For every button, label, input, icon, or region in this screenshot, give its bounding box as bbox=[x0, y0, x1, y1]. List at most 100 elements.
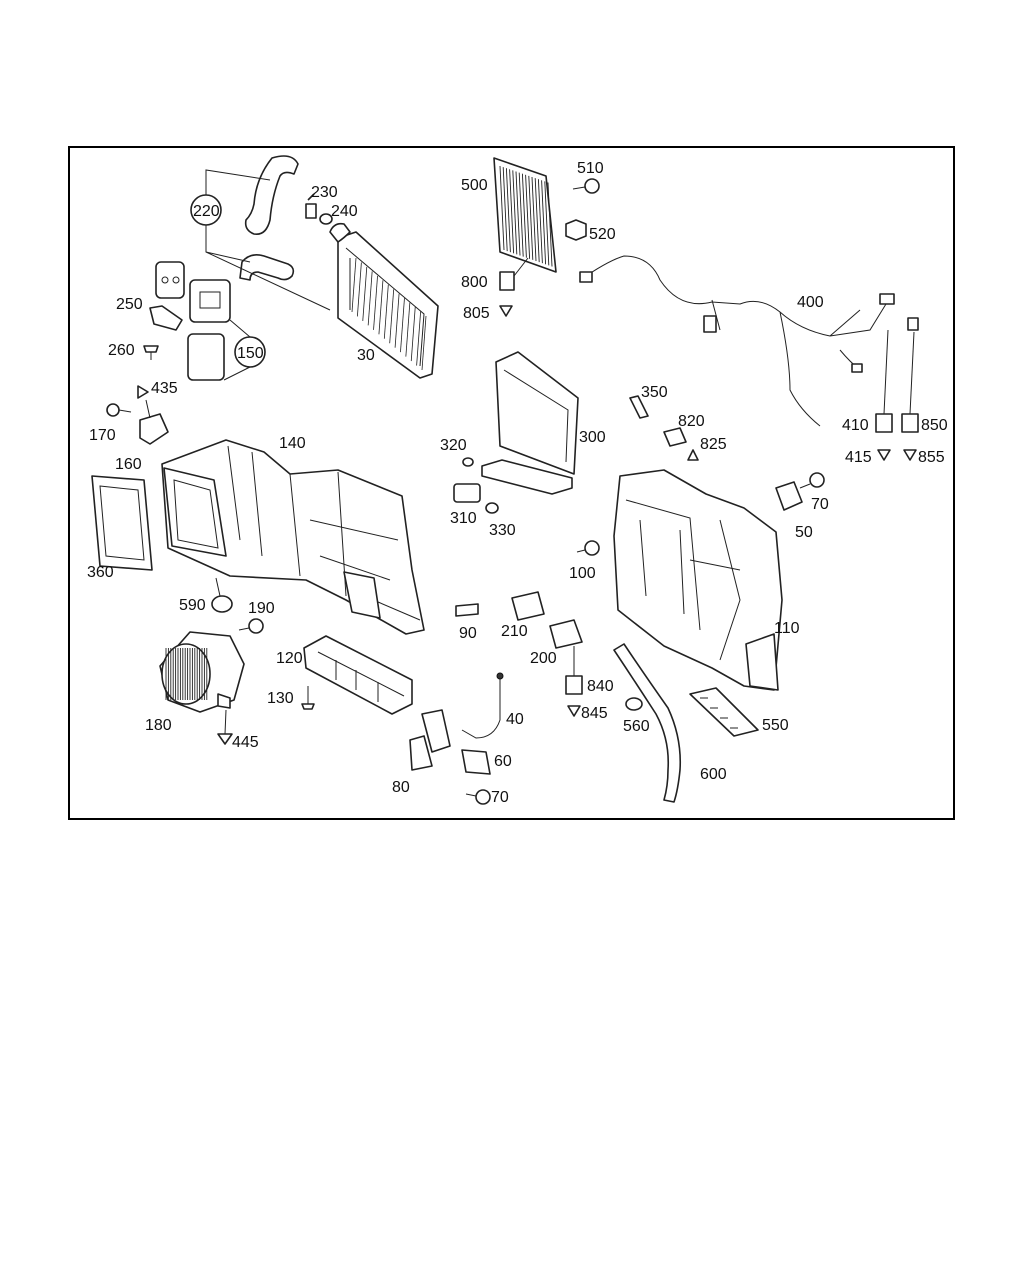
label-560: 560 bbox=[623, 718, 650, 735]
part-70-screw-top bbox=[799, 472, 825, 489]
part-330-ring bbox=[485, 502, 499, 514]
part-80-actuator bbox=[409, 709, 451, 771]
label-805: 805 bbox=[463, 305, 490, 322]
part-590-grommet bbox=[211, 577, 233, 613]
label-825: 825 bbox=[700, 436, 727, 453]
label-350: 350 bbox=[641, 384, 668, 401]
part-150-filters bbox=[155, 261, 266, 381]
label-600: 600 bbox=[700, 766, 727, 783]
label-510: 510 bbox=[577, 160, 604, 177]
part-840-connector bbox=[565, 646, 583, 695]
part-110-housing bbox=[613, 469, 783, 691]
part-850-connector bbox=[901, 317, 919, 433]
label-320: 320 bbox=[440, 437, 467, 454]
part-60-actuator bbox=[461, 749, 491, 775]
label-160: 160 bbox=[115, 456, 142, 473]
label-820: 820 bbox=[678, 413, 705, 430]
part-220-hoses bbox=[190, 155, 331, 311]
part-300-evaporator bbox=[481, 351, 579, 495]
part-820-connector bbox=[663, 427, 687, 447]
label-240: 240 bbox=[331, 203, 358, 220]
label-30: 30 bbox=[357, 347, 375, 364]
part-600-drain-hose bbox=[613, 643, 682, 803]
label-200: 200 bbox=[530, 650, 557, 667]
part-510-screw bbox=[572, 178, 600, 194]
part-180-blower bbox=[159, 631, 245, 713]
label-130: 130 bbox=[267, 690, 294, 707]
part-210-resistor bbox=[511, 591, 545, 621]
part-560-nut bbox=[625, 697, 643, 711]
label-80: 80 bbox=[392, 779, 410, 796]
label-415: 415 bbox=[845, 449, 872, 466]
label-520: 520 bbox=[589, 226, 616, 243]
label-140: 140 bbox=[279, 435, 306, 452]
label-110: 110 bbox=[774, 620, 800, 637]
label-210: 210 bbox=[501, 623, 528, 640]
part-240-ring bbox=[319, 213, 333, 225]
label-40: 40 bbox=[506, 711, 524, 728]
label-190: 190 bbox=[248, 600, 275, 617]
label-170: 170 bbox=[89, 427, 116, 444]
label-300: 300 bbox=[579, 429, 606, 446]
part-800-connector bbox=[499, 257, 529, 291]
label-800: 800 bbox=[461, 274, 488, 291]
label-60: 60 bbox=[494, 753, 512, 770]
label-590: 590 bbox=[179, 597, 206, 614]
label-500: 500 bbox=[461, 177, 488, 194]
label-550: 550 bbox=[762, 717, 789, 734]
part-855-clip bbox=[903, 449, 917, 461]
part-445-clip bbox=[217, 709, 233, 745]
label-150: 150 bbox=[237, 345, 264, 362]
part-360-seal bbox=[91, 475, 153, 571]
label-855: 855 bbox=[918, 449, 945, 466]
label-70-top: 70 bbox=[811, 496, 829, 513]
part-30-heater-core bbox=[329, 222, 439, 379]
label-360: 360 bbox=[87, 564, 114, 581]
label-400: 400 bbox=[797, 294, 824, 311]
part-805-clip bbox=[499, 305, 513, 317]
label-90: 90 bbox=[459, 625, 477, 642]
label-845: 845 bbox=[581, 705, 608, 722]
part-90-clip bbox=[455, 603, 479, 617]
part-120-cover bbox=[303, 635, 413, 715]
part-410-connector bbox=[875, 329, 893, 433]
part-825-clip bbox=[687, 449, 699, 461]
part-500-aux-heater bbox=[493, 157, 557, 273]
label-410: 410 bbox=[842, 417, 869, 434]
part-250-bracket bbox=[149, 305, 183, 331]
part-435-clip bbox=[137, 385, 149, 399]
label-70-bottom: 70 bbox=[491, 789, 509, 806]
label-445: 445 bbox=[232, 734, 259, 751]
part-400-wiring-harness bbox=[579, 255, 895, 427]
label-230: 230 bbox=[311, 184, 338, 201]
part-70-screw-bottom bbox=[465, 789, 491, 805]
label-310: 310 bbox=[450, 510, 477, 527]
label-180: 180 bbox=[145, 717, 172, 734]
part-230-clip bbox=[305, 193, 317, 219]
part-520-nut bbox=[565, 219, 587, 241]
label-260: 260 bbox=[108, 342, 135, 359]
part-100-screw bbox=[576, 540, 600, 556]
part-200-regulator bbox=[549, 619, 583, 649]
label-50: 50 bbox=[795, 524, 813, 541]
part-labels: 30 40 50 60 70 70 80 90 100 110 120 130 … bbox=[87, 160, 948, 806]
label-435: 435 bbox=[151, 380, 178, 397]
part-845-clip bbox=[567, 705, 581, 717]
label-100: 100 bbox=[569, 565, 596, 582]
part-170-screw bbox=[106, 403, 132, 417]
label-330: 330 bbox=[489, 522, 516, 539]
part-415-clip bbox=[877, 449, 891, 461]
part-260-screw bbox=[143, 345, 159, 360]
part-40-cable bbox=[461, 672, 504, 739]
label-220: 220 bbox=[193, 203, 220, 220]
label-840: 840 bbox=[587, 678, 614, 695]
part-160-actuator bbox=[139, 399, 169, 445]
label-250: 250 bbox=[116, 296, 143, 313]
part-310-expansion-valve bbox=[453, 483, 481, 503]
part-190-screw bbox=[238, 618, 264, 634]
part-350-sensor bbox=[629, 395, 649, 419]
part-50-actuator bbox=[775, 481, 803, 511]
part-320-ring bbox=[462, 457, 474, 467]
part-550-seal-strip bbox=[689, 687, 759, 737]
